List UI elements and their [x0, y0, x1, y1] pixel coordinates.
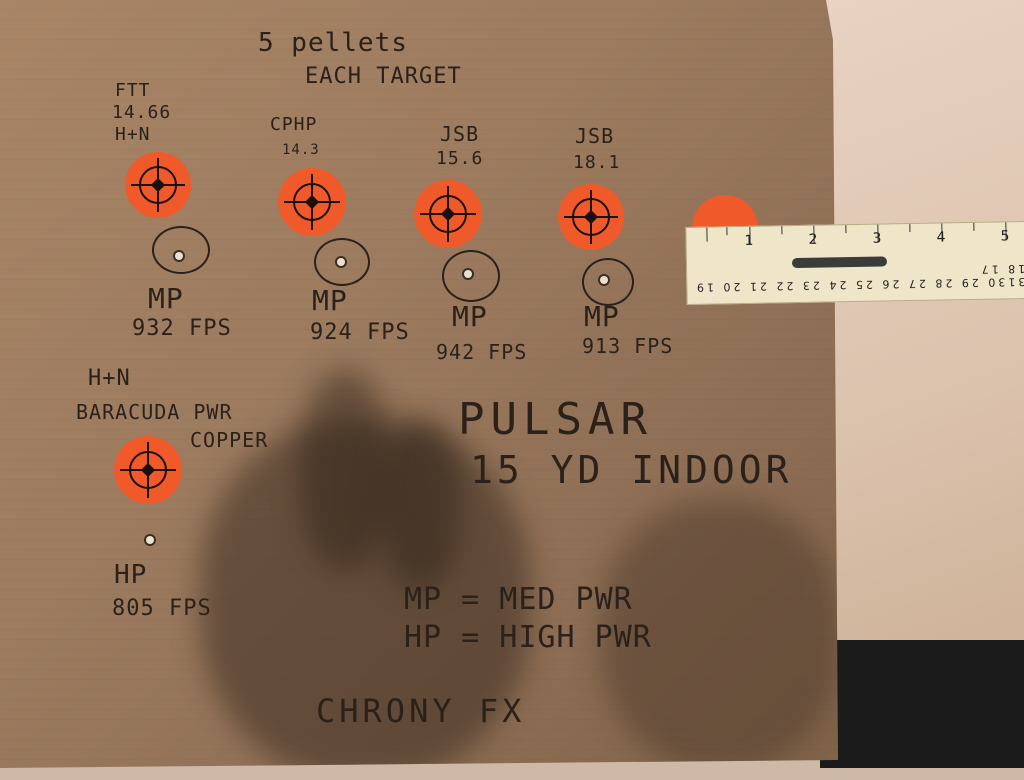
finger-shadow — [380, 420, 460, 590]
target2-speed: 924 FPS — [310, 320, 410, 345]
group-circle-3 — [442, 250, 500, 302]
wall — [820, 0, 1024, 640]
ruler-inch-5: 5 — [1000, 228, 1010, 245]
orange-target-4 — [558, 184, 624, 250]
group-circle-1 — [152, 226, 210, 274]
ruler-inch-2: 2 — [808, 231, 818, 248]
target4-power: MP — [584, 300, 620, 333]
cardboard-target-board: 5 pellets EACH TARGET FTT 14.66 H+N MP 9… — [0, 0, 838, 768]
target2-power: MP — [312, 284, 348, 317]
legend-hp: HP = HIGH PWR — [404, 620, 652, 655]
orange-target-2 — [278, 168, 346, 236]
hand-shadow — [200, 420, 530, 768]
shadow-area — [600, 500, 838, 768]
pellet-hole — [464, 270, 472, 278]
target4-weight: 18.1 — [573, 152, 621, 173]
finger-shadow — [300, 370, 390, 570]
ruler-cm-scale: 3130 29 28 27 26 25 24 23 22 21 20 19 18… — [693, 262, 1024, 294]
target4-label: JSB — [575, 124, 615, 148]
target1-speed: 932 FPS — [132, 316, 232, 341]
rifle-name: PULSAR — [458, 394, 653, 445]
chrono-label: CHRONY FX — [316, 692, 526, 730]
header-line1: 5 pellets — [258, 28, 408, 58]
bottom-target-type: COPPER — [190, 428, 269, 452]
target3-power: MP — [452, 300, 488, 333]
pellet-hole — [600, 276, 608, 284]
target2-weight: 14.3 — [282, 142, 320, 158]
ruler-inch-1: 1 — [744, 232, 754, 249]
target1-brand: H+N — [115, 124, 151, 145]
target1-power: MP — [148, 282, 184, 315]
target4-speed: 913 FPS — [582, 334, 674, 358]
target3-label: JSB — [440, 122, 480, 146]
target1-label: FTT — [115, 80, 151, 101]
ruler-inch-4: 4 — [936, 229, 946, 246]
pellet-hole — [337, 258, 345, 266]
bottom-target-brand: H+N — [88, 366, 131, 391]
pellet-hole — [146, 536, 154, 544]
bottom-target-speed: 805 FPS — [112, 596, 212, 621]
pellet-hole — [175, 252, 183, 260]
group-circle-4 — [582, 258, 634, 306]
ruler: 1 2 3 4 5 3130 29 28 27 26 25 24 23 22 2… — [685, 221, 1024, 305]
bottom-target-power: HP — [114, 560, 148, 590]
target3-weight: 15.6 — [436, 148, 484, 169]
orange-target-6 — [114, 436, 182, 504]
legend-mp: MP = MED PWR — [404, 582, 633, 617]
rifle-conditions: 15 YD INDOOR — [470, 448, 793, 492]
target3-speed: 942 FPS — [436, 340, 528, 364]
target2-label: CPHP — [270, 114, 318, 135]
floor — [820, 640, 1024, 768]
ruler-inch-3: 3 — [872, 230, 882, 247]
bottom-target-name: BARACUDA PWR — [76, 400, 233, 424]
orange-target-3 — [414, 180, 482, 248]
target1-weight: 14.66 — [112, 102, 172, 123]
group-circle-2 — [314, 238, 370, 286]
header-line2: EACH TARGET — [305, 64, 462, 89]
orange-target-1 — [125, 152, 191, 218]
